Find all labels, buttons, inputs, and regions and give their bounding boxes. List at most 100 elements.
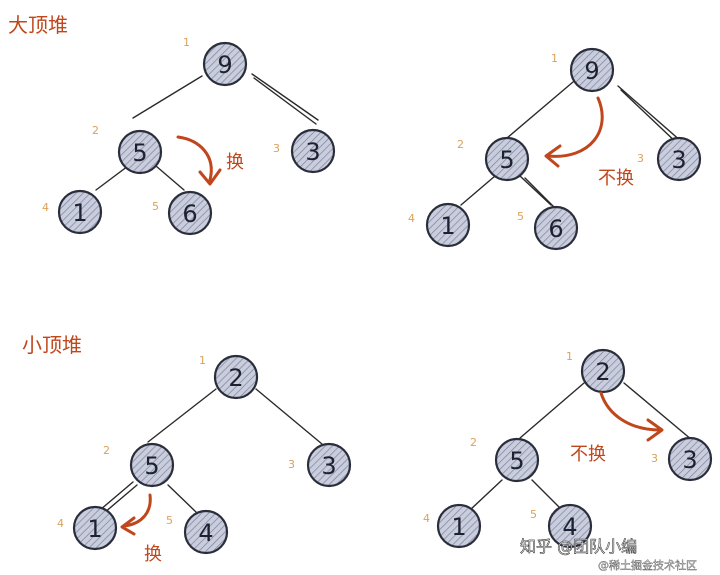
edge	[617, 85, 683, 143]
no-swap-arrow-head	[646, 418, 664, 442]
svg-text:1: 1	[72, 199, 87, 227]
heap-node: 5 2	[470, 436, 540, 483]
svg-text:1: 1	[440, 212, 455, 240]
node-index: 4	[57, 517, 64, 530]
svg-text:1: 1	[451, 513, 466, 541]
edge	[99, 481, 134, 511]
svg-text:1: 1	[87, 515, 102, 543]
edge	[167, 484, 197, 513]
edge	[95, 165, 129, 191]
svg-text:6: 6	[548, 215, 563, 243]
node-index: 2	[92, 124, 99, 137]
swap-arrow-head	[198, 168, 222, 186]
svg-text:2: 2	[595, 358, 610, 386]
heap-node: 3 3	[637, 136, 702, 182]
edge	[519, 175, 552, 206]
heap-node: 1 4	[423, 503, 482, 549]
node-index: 2	[470, 436, 477, 449]
heap-node: 2 1	[566, 348, 626, 394]
edge	[531, 479, 562, 510]
node-index: 4	[408, 212, 415, 225]
edge	[524, 177, 556, 209]
swap-arrow	[176, 135, 213, 182]
node-index: 3	[288, 458, 295, 471]
node-index: 1	[199, 354, 206, 367]
heap-node: 3 3	[273, 128, 336, 174]
watermark-text: 知乎 @团队小编	[520, 537, 637, 556]
edge	[103, 484, 138, 514]
svg-text:3: 3	[671, 146, 686, 174]
svg-text:3: 3	[321, 452, 336, 480]
heap-node: 4 5	[530, 503, 593, 549]
swap-arrow-head	[120, 516, 136, 536]
action-label: 换	[144, 544, 162, 565]
svg-text:3: 3	[682, 446, 697, 474]
heap-node: 1 4	[57, 505, 118, 551]
tree-min-heap-no-swap: 2 1 5 2 3 3 1 4 4 5 不换	[423, 348, 713, 549]
node-index: 5	[517, 210, 524, 223]
watermark-text-secondary: @稀土掘金技术社区	[598, 558, 697, 572]
edge	[620, 89, 681, 147]
heap-node: 9 1	[183, 36, 248, 87]
heap-node: 1 4	[408, 202, 471, 248]
edge	[132, 75, 203, 119]
heap-node: 5 2	[103, 442, 175, 488]
action-label: 不换	[598, 168, 634, 189]
edge	[506, 81, 574, 139]
node-index: 3	[637, 152, 644, 165]
svg-text:4: 4	[198, 519, 213, 547]
edge	[147, 388, 217, 443]
heap-node: 3 3	[651, 436, 713, 482]
heap-node: 6 5	[152, 190, 213, 236]
svg-text:4: 4	[562, 513, 577, 541]
heap-node: 3 3	[288, 442, 352, 488]
node-index: 4	[423, 512, 430, 525]
node-index: 3	[651, 452, 658, 465]
svg-text:9: 9	[217, 51, 232, 79]
node-index: 5	[166, 514, 173, 527]
action-label: 换	[226, 152, 244, 173]
edge	[255, 388, 323, 445]
node-index: 1	[183, 36, 190, 49]
tree-max-heap-no-swap: 9 1 5 2 3 3 1 4 6 5 不换	[408, 47, 702, 251]
edge	[469, 479, 503, 511]
heap-node: 6 5	[517, 205, 579, 251]
edge	[519, 382, 585, 439]
node-index: 1	[551, 52, 558, 65]
node-index: 1	[566, 350, 573, 363]
edge	[251, 73, 319, 121]
edge	[623, 382, 693, 441]
svg-text:5: 5	[144, 452, 159, 480]
heap-node: 4 5	[166, 509, 229, 555]
svg-text:5: 5	[132, 139, 147, 167]
svg-text:6: 6	[182, 200, 197, 228]
node-index: 2	[103, 444, 110, 457]
node-index: 3	[273, 142, 280, 155]
node-index: 5	[530, 508, 537, 521]
no-swap-arrow	[599, 391, 662, 432]
no-swap-arrow-head	[544, 144, 562, 168]
section-title-min-heap: 小顶堆	[22, 333, 82, 357]
edge	[460, 175, 496, 206]
heap-node: 9 1	[551, 47, 615, 93]
svg-text:5: 5	[499, 146, 514, 174]
tree-min-heap-swap: 2 1 5 2 3 3 1 4 4 5 换	[57, 354, 352, 565]
edge	[253, 77, 317, 125]
heap-node: 1 4	[42, 189, 103, 235]
svg-text:2: 2	[228, 364, 243, 392]
heap-node: 5 2	[92, 124, 163, 175]
no-swap-arrow	[546, 96, 604, 158]
heap-node: 2 1	[199, 354, 259, 400]
svg-text:5: 5	[509, 447, 524, 475]
svg-text:3: 3	[305, 138, 320, 166]
tree-max-heap-swap: 9 1 5 2 3 3 1 4 6 5 换	[42, 36, 336, 236]
node-index: 4	[42, 201, 49, 214]
svg-text:9: 9	[584, 57, 599, 85]
node-index: 2	[457, 138, 464, 151]
heap-node: 5 2	[457, 136, 530, 182]
action-label: 不换	[570, 444, 606, 465]
node-index: 5	[152, 200, 159, 213]
edge	[155, 165, 185, 191]
swap-arrow	[122, 493, 152, 528]
